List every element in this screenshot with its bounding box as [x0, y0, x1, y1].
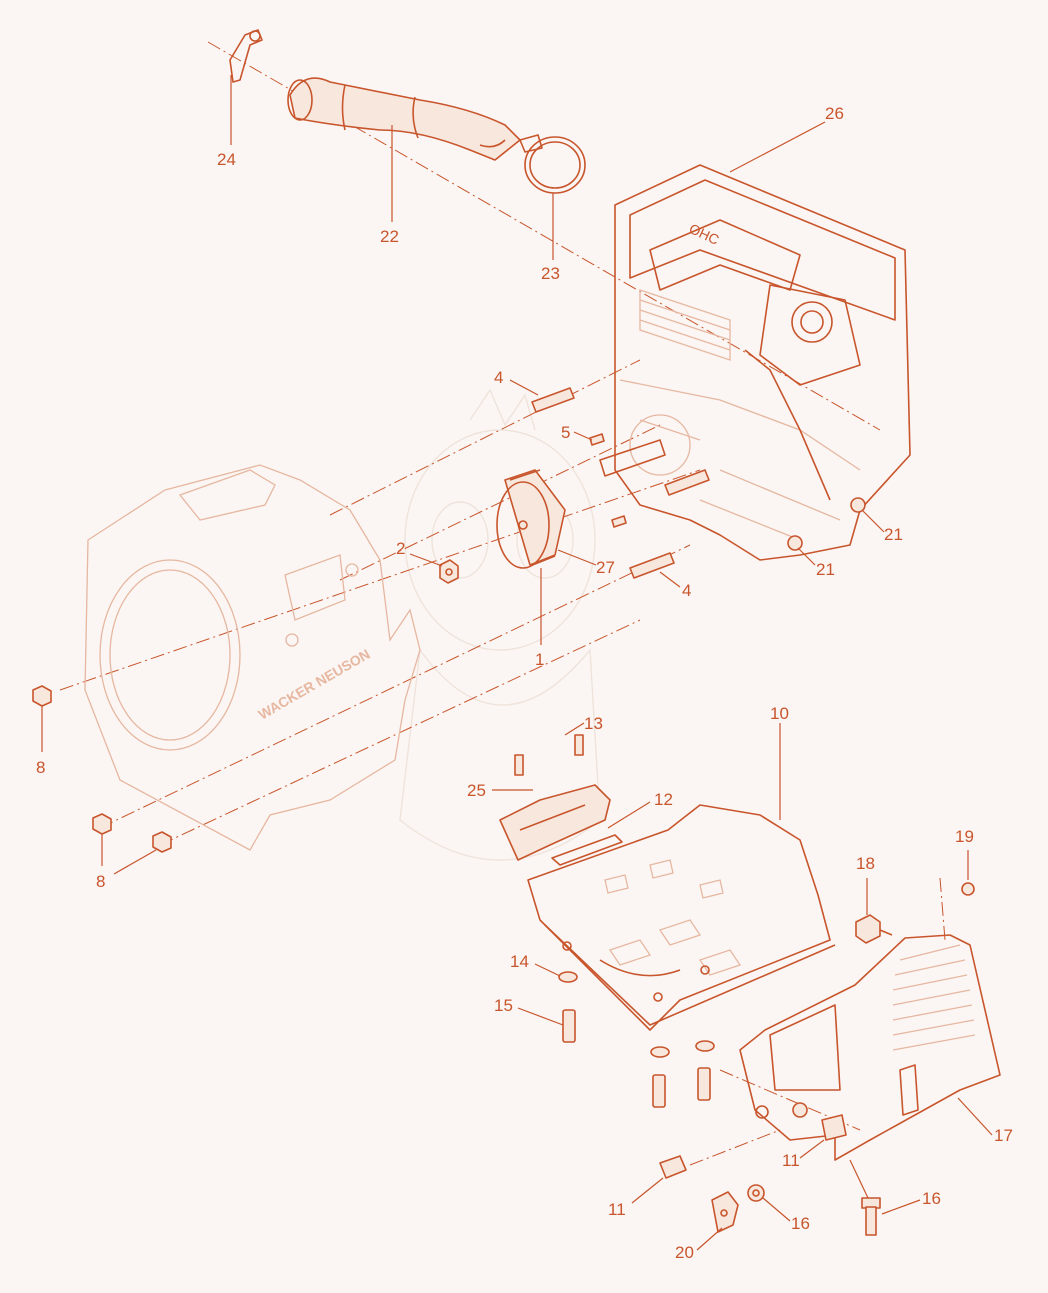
callout-13: 13	[584, 714, 603, 733]
callout-21-bottom: 21	[816, 560, 835, 579]
clip-nut-part-11	[659, 1114, 847, 1179]
callout-12: 12	[654, 790, 673, 809]
callout-18: 18	[856, 854, 875, 873]
washer-part-14	[558, 971, 715, 1058]
bolt-part-16	[747, 1102, 881, 1236]
callout-5: 5	[561, 423, 570, 442]
callout-26: 26	[825, 104, 844, 123]
intake-hose-part-22	[287, 77, 521, 161]
engine-ohc-label: OHC	[687, 220, 722, 248]
callout-15: 15	[494, 996, 513, 1015]
nut-part-2	[439, 559, 459, 584]
rubber-mount-part-12	[551, 834, 623, 866]
callout-16-left: 16	[791, 1214, 810, 1233]
clip-part-24	[229, 29, 263, 83]
callout-4-top: 4	[494, 368, 503, 387]
callout-23: 23	[541, 264, 560, 283]
callout-11-right: 11	[782, 1151, 800, 1170]
mount-part-25	[499, 734, 611, 861]
nut-part-8	[32, 685, 172, 853]
screw-part-15	[562, 1009, 711, 1108]
callout-11-left: 11	[608, 1200, 626, 1219]
callout-8-top: 8	[36, 758, 45, 777]
callout-21-top: 21	[884, 525, 903, 544]
pin-part-5	[589, 433, 627, 528]
housing-logo: WACKER NEUSON	[256, 646, 373, 723]
flywheel-housing: WACKER NEUSON	[84, 464, 421, 851]
callout-24: 24	[217, 150, 236, 169]
callout-2: 2	[396, 539, 405, 558]
callout-19: 19	[955, 827, 974, 846]
callout-10: 10	[770, 704, 789, 723]
spacer-part-18	[855, 914, 893, 944]
nut-part-19	[961, 882, 975, 896]
callout-8-bottom: 8	[96, 872, 105, 891]
hose-clamp-part-23	[519, 134, 586, 194]
guard-part-17	[739, 934, 1001, 1161]
engine-part-26: OHC	[599, 164, 911, 561]
callout-1: 1	[535, 650, 544, 669]
callout-27: 27	[596, 558, 615, 577]
dowel-pin-part-4	[531, 387, 710, 579]
callout-17: 17	[994, 1126, 1013, 1145]
callout-14: 14	[510, 952, 529, 971]
coupling-part-27	[496, 469, 566, 569]
callout-4-bottom: 4	[682, 581, 691, 600]
nut-part-21	[787, 497, 866, 551]
base-plate-part-10	[527, 804, 836, 1031]
callout-25: 25	[467, 781, 486, 800]
bracket-part-20	[711, 1191, 739, 1233]
callout-22: 22	[380, 227, 399, 246]
callout-16-right: 16	[922, 1189, 941, 1208]
callout-20: 20	[675, 1243, 694, 1262]
